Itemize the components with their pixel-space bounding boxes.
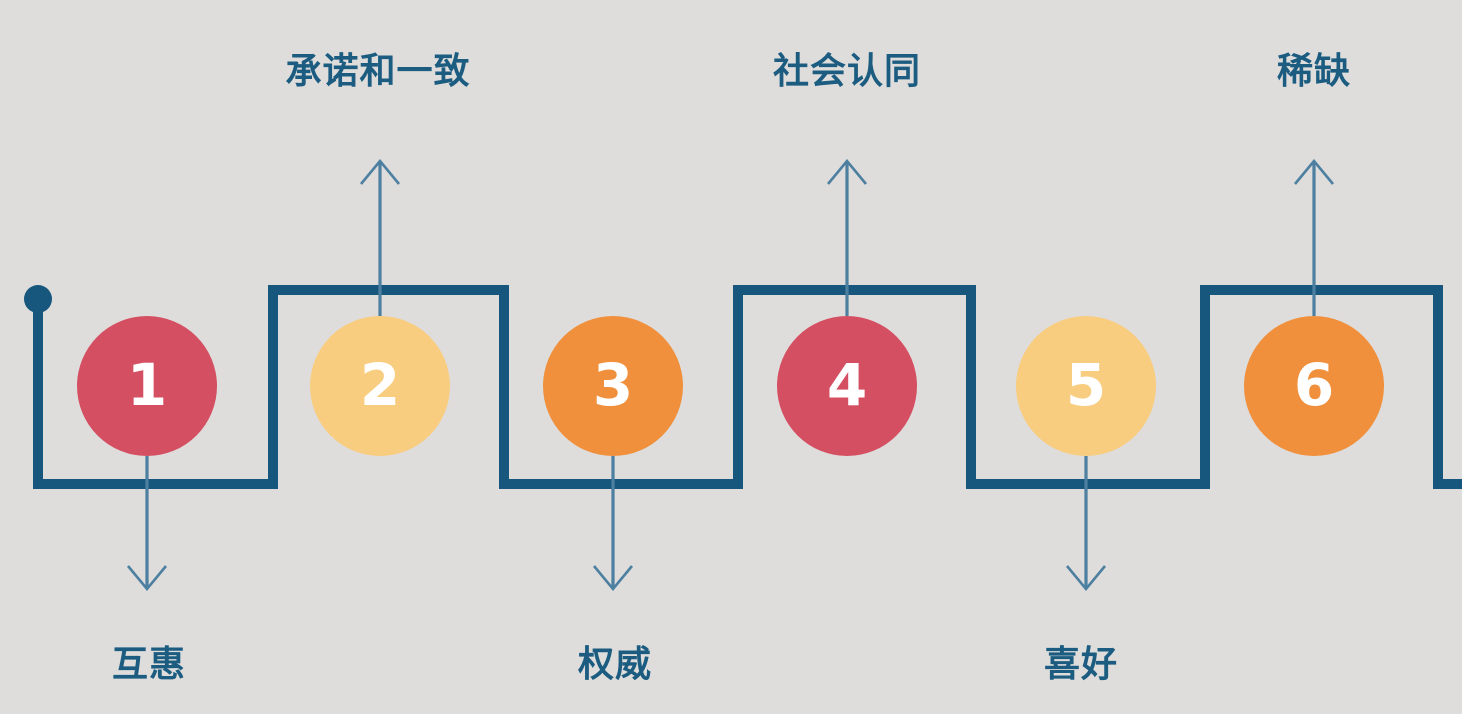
down-arrow-1: [126, 456, 168, 592]
step-number: 4: [826, 351, 868, 419]
step-number: 3: [592, 351, 634, 419]
step-circle-2[interactable]: 2: [310, 316, 450, 456]
step-circle-6[interactable]: 6: [1244, 316, 1384, 456]
step-label-commitment: 承诺和一致: [285, 51, 471, 92]
down-arrow-3: [592, 456, 634, 592]
step-circle-3[interactable]: 3: [543, 316, 683, 456]
step-number: 2: [359, 351, 401, 419]
step-label-scarcity: 稀缺: [1276, 51, 1352, 92]
step-circle-5[interactable]: 5: [1016, 316, 1156, 456]
step-number: 1: [126, 351, 168, 419]
down-arrow-5: [1065, 456, 1107, 592]
step-label-reciprocity: 互惠: [111, 644, 187, 685]
up-arrow-4: [826, 158, 868, 316]
flow-line: [33, 285, 1462, 489]
start-dot: [24, 285, 52, 313]
step-label-authority: 权威: [577, 644, 653, 685]
step-number: 6: [1293, 351, 1335, 419]
step-label-social-proof: 社会认同: [772, 51, 922, 92]
step-circle-1[interactable]: 1: [77, 316, 217, 456]
step-label-liking: 喜好: [1043, 644, 1119, 685]
step-number: 5: [1065, 351, 1107, 419]
up-arrow-6: [1293, 158, 1335, 316]
up-arrow-2: [359, 158, 401, 316]
step-circle-4[interactable]: 4: [777, 316, 917, 456]
